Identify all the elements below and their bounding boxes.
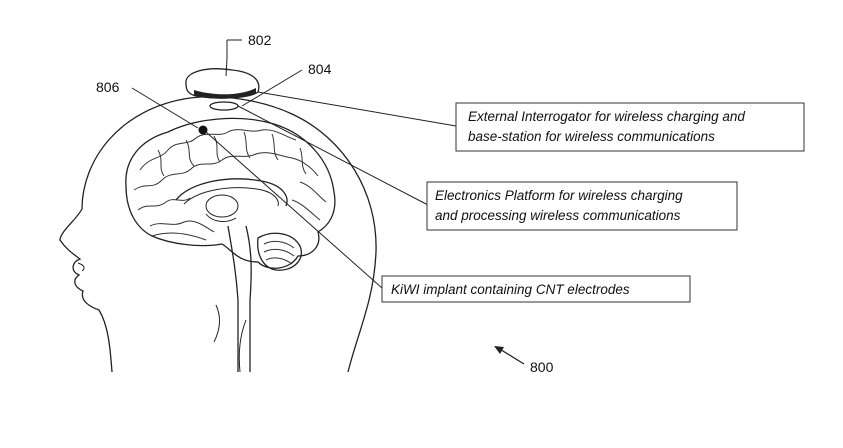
callout-platform-line1: Electronics Platform for wireless chargi… <box>435 188 683 203</box>
leader-implant-callout <box>205 131 383 289</box>
figure-arrowhead <box>494 346 504 354</box>
ref-804: 804 <box>308 61 332 77</box>
leader-platform-callout <box>237 105 429 206</box>
neck-detail <box>213 304 221 343</box>
brainstem <box>227 225 239 372</box>
external-interrogator <box>185 68 260 99</box>
ref-806: 806 <box>96 79 120 95</box>
figure-arrow <box>497 347 525 365</box>
head-outline <box>59 96 377 373</box>
callout-interrogator-line1: External Interrogator for wireless charg… <box>468 109 745 124</box>
cerebellum <box>257 232 302 271</box>
ref-802: 802 <box>248 32 272 48</box>
brain-illustration <box>125 117 336 372</box>
neck-line <box>238 319 247 373</box>
leader-interrogator-callout <box>257 91 457 127</box>
kiwi-implant-dot <box>198 125 208 135</box>
electronics-platform <box>209 101 239 111</box>
callout-interrogator-line2: base-station for wireless communications <box>468 129 715 144</box>
callout-implant-box <box>381 275 691 303</box>
corpus-callosum <box>175 178 288 207</box>
leader-802-a <box>225 57 228 77</box>
leader-804 <box>241 69 303 107</box>
callout-interrogator-box <box>455 102 805 152</box>
callout-implant-line1: KiWI implant containing CNT electrodes <box>391 282 630 297</box>
brain-outline <box>125 117 336 269</box>
leader-806 <box>131 87 199 129</box>
callout-platform-line2: and processing wireless communications <box>435 208 681 223</box>
ref-800: 800 <box>530 359 554 375</box>
callout-platform-box <box>426 181 738 231</box>
thalamus <box>205 194 239 218</box>
nose-detail <box>77 262 85 272</box>
